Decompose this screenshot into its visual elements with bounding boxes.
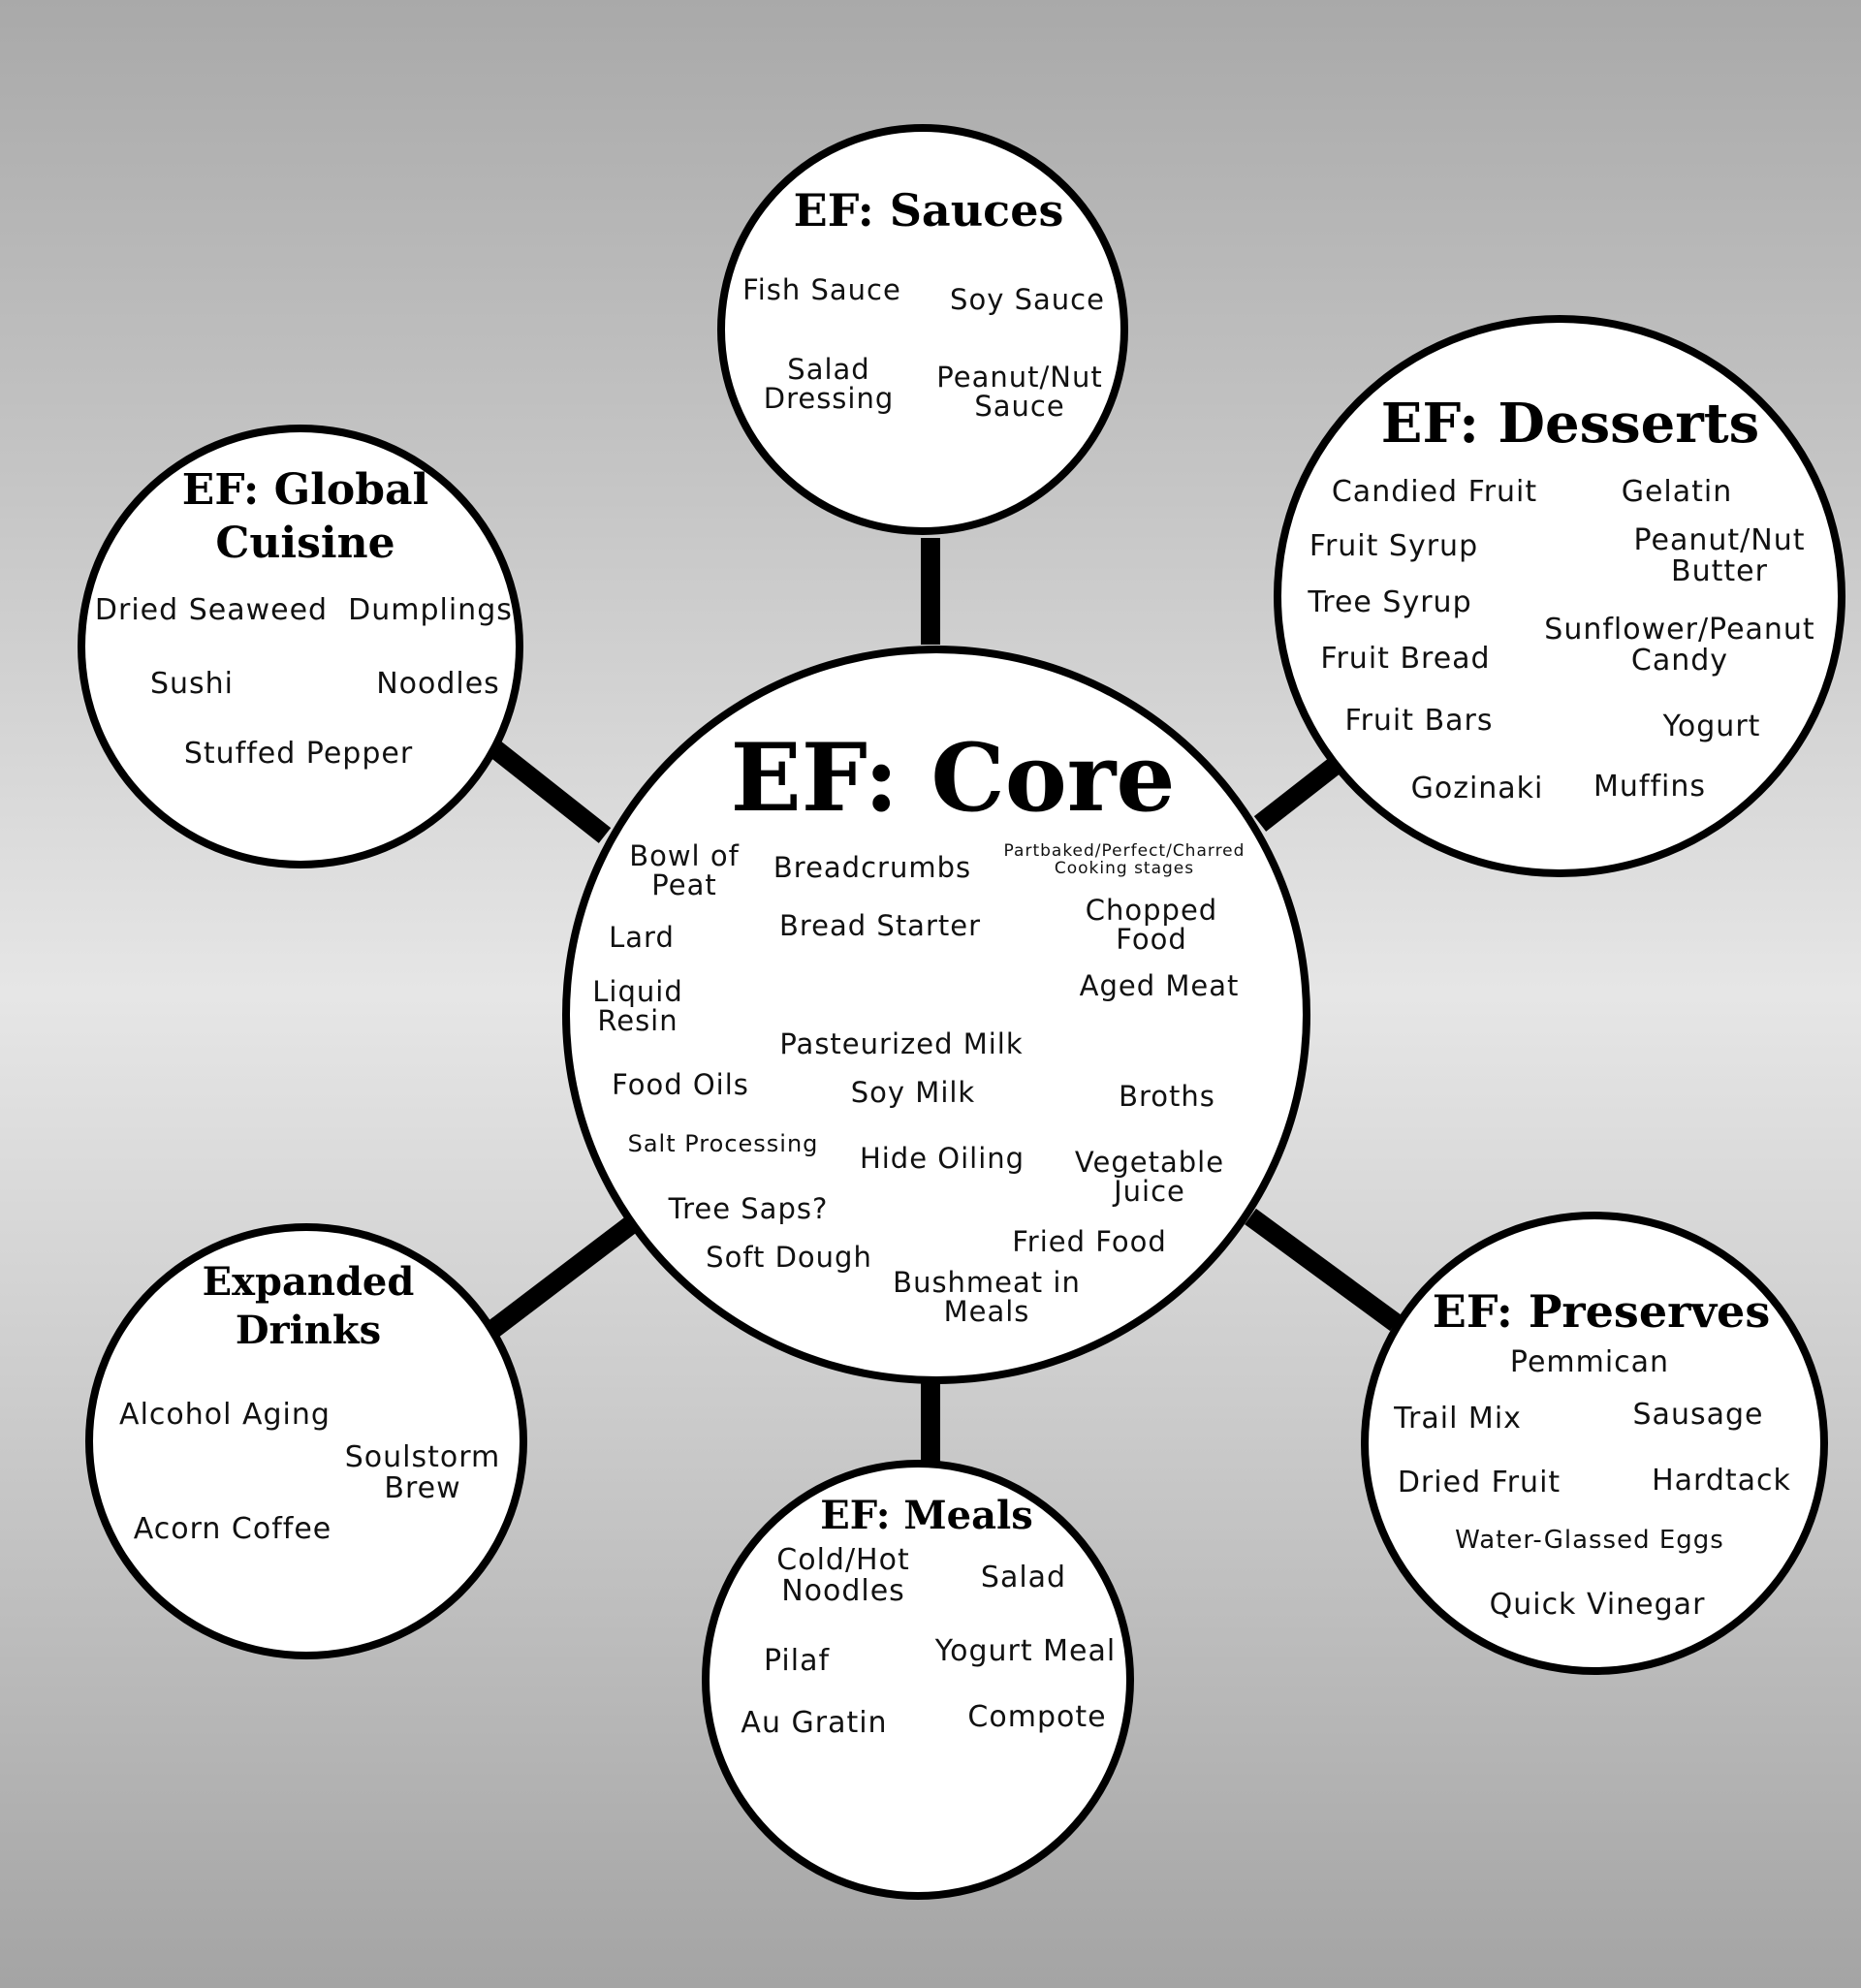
global-cuisine-title-line2: Cuisine <box>215 519 395 568</box>
desserts-item: Sunflower/Peanut Candy <box>1544 613 1815 678</box>
core-bubble <box>562 646 1310 1384</box>
core-item: Salt Processing <box>627 1130 819 1157</box>
core-title: EF: Core <box>730 723 1176 833</box>
desserts-item: Candied Fruit <box>1331 475 1538 509</box>
core-item: Soy Milk <box>850 1076 976 1109</box>
expanded-drinks-title-line2: Drinks <box>235 1308 382 1353</box>
core-item: Vegetable Juice <box>1074 1146 1225 1209</box>
preserves-bubble <box>1361 1212 1828 1675</box>
core-item: Broths <box>1119 1080 1215 1113</box>
sauces-item: Salad Dressing <box>763 353 895 416</box>
preserves-item: Trail Mix <box>1394 1402 1522 1436</box>
preserves-item: Dried Fruit <box>1397 1466 1561 1499</box>
core-item: Soft Dough <box>706 1241 872 1274</box>
sauces-bubble <box>717 124 1128 535</box>
connector-core-preserves <box>1245 1208 1402 1332</box>
expanded-drinks-item: Alcohol Aging <box>119 1398 331 1432</box>
preserves-item: Hardtack <box>1652 1464 1791 1498</box>
global-cuisine-item: Dried Seaweed <box>94 593 329 627</box>
core-item: Lard <box>609 921 675 954</box>
sauces-item: Peanut/Nut Sauce <box>936 361 1103 424</box>
desserts-item: Fruit Bread <box>1320 642 1491 676</box>
core-item: Pasteurized Milk <box>779 1027 1024 1060</box>
meals-item: Compote <box>967 1700 1107 1734</box>
connector-core-drinks <box>486 1209 648 1338</box>
core-item: Partbaked/Perfect/Charred Cooking stages <box>1003 841 1246 878</box>
meals-title: EF: Meals <box>820 1493 1033 1538</box>
core-item: Bowl of Peat <box>629 839 740 902</box>
global-cuisine-item: Sushi <box>149 667 235 701</box>
preserves-item: Pemmican <box>1509 1345 1670 1379</box>
desserts-item: Gelatin <box>1621 475 1733 509</box>
meals-bubble <box>702 1460 1134 1900</box>
core-item: Hide Oiling <box>859 1142 1025 1175</box>
core-item: Aged Meat <box>1079 969 1240 1002</box>
desserts-item: Yogurt <box>1662 710 1761 743</box>
desserts-item: Fruit Syrup <box>1309 529 1479 563</box>
global-cuisine-item: Stuffed Pepper <box>183 737 414 771</box>
desserts-item: Fruit Bars <box>1344 704 1494 738</box>
desserts-title: EF: Desserts <box>1380 392 1760 456</box>
core-item: Tree Saps? <box>668 1192 829 1225</box>
preserves-title: EF: Preserves <box>1432 1285 1771 1338</box>
meals-item: Salad <box>980 1561 1067 1594</box>
connector-core-global <box>488 741 612 843</box>
expanded-drinks-item: Soulstorm Brew <box>344 1440 501 1505</box>
sauces-item: Fish Sauce <box>742 273 901 306</box>
global-cuisine-title-line1: EF: Global <box>181 465 429 515</box>
global-cuisine-bubble <box>78 425 523 868</box>
expanded-drinks-item: Acorn Coffee <box>133 1512 332 1546</box>
core-item: Chopped Food <box>1085 894 1218 957</box>
expanded-drinks-bubble <box>85 1223 527 1659</box>
expanded-drinks-title: Expanded Drinks <box>203 1258 415 1355</box>
desserts-item: Tree Syrup <box>1308 585 1472 619</box>
core-item: Liquid Resin <box>592 975 683 1038</box>
sauces-title: EF: Sauces <box>793 184 1064 237</box>
core-item: Bread Starter <box>778 909 982 942</box>
preserves-item: Water-Glassed Eggs <box>1455 1526 1724 1555</box>
core-item: Breadcrumbs <box>773 851 972 884</box>
meals-item: Cold/Hot Noodles <box>776 1543 910 1608</box>
desserts-bubble <box>1274 315 1845 877</box>
desserts-item: Gozinaki <box>1410 772 1544 805</box>
preserves-item: Sausage <box>1632 1398 1764 1432</box>
core-item: Food Oils <box>612 1068 749 1101</box>
global-cuisine-item: Noodles <box>376 667 500 701</box>
desserts-item: Muffins <box>1593 770 1706 804</box>
global-cuisine-item: Dumplings <box>348 593 513 627</box>
core-item: Fried Food <box>1012 1225 1167 1258</box>
meals-item: Yogurt Meal <box>934 1634 1117 1668</box>
desserts-item: Peanut/Nut Butter <box>1633 523 1806 588</box>
meals-item: Au Gratin <box>741 1706 888 1740</box>
preserves-item: Quick Vinegar <box>1489 1588 1706 1622</box>
core-item: Bushmeat in Meals <box>893 1266 1081 1329</box>
expanded-drinks-title-line1: Expanded <box>202 1259 415 1305</box>
connector-core-desserts <box>1253 754 1346 832</box>
sauces-item: Soy Sauce <box>950 283 1105 316</box>
global-cuisine-title: EF: Global Cuisine <box>182 463 428 570</box>
meals-item: Pilaf <box>763 1644 831 1678</box>
